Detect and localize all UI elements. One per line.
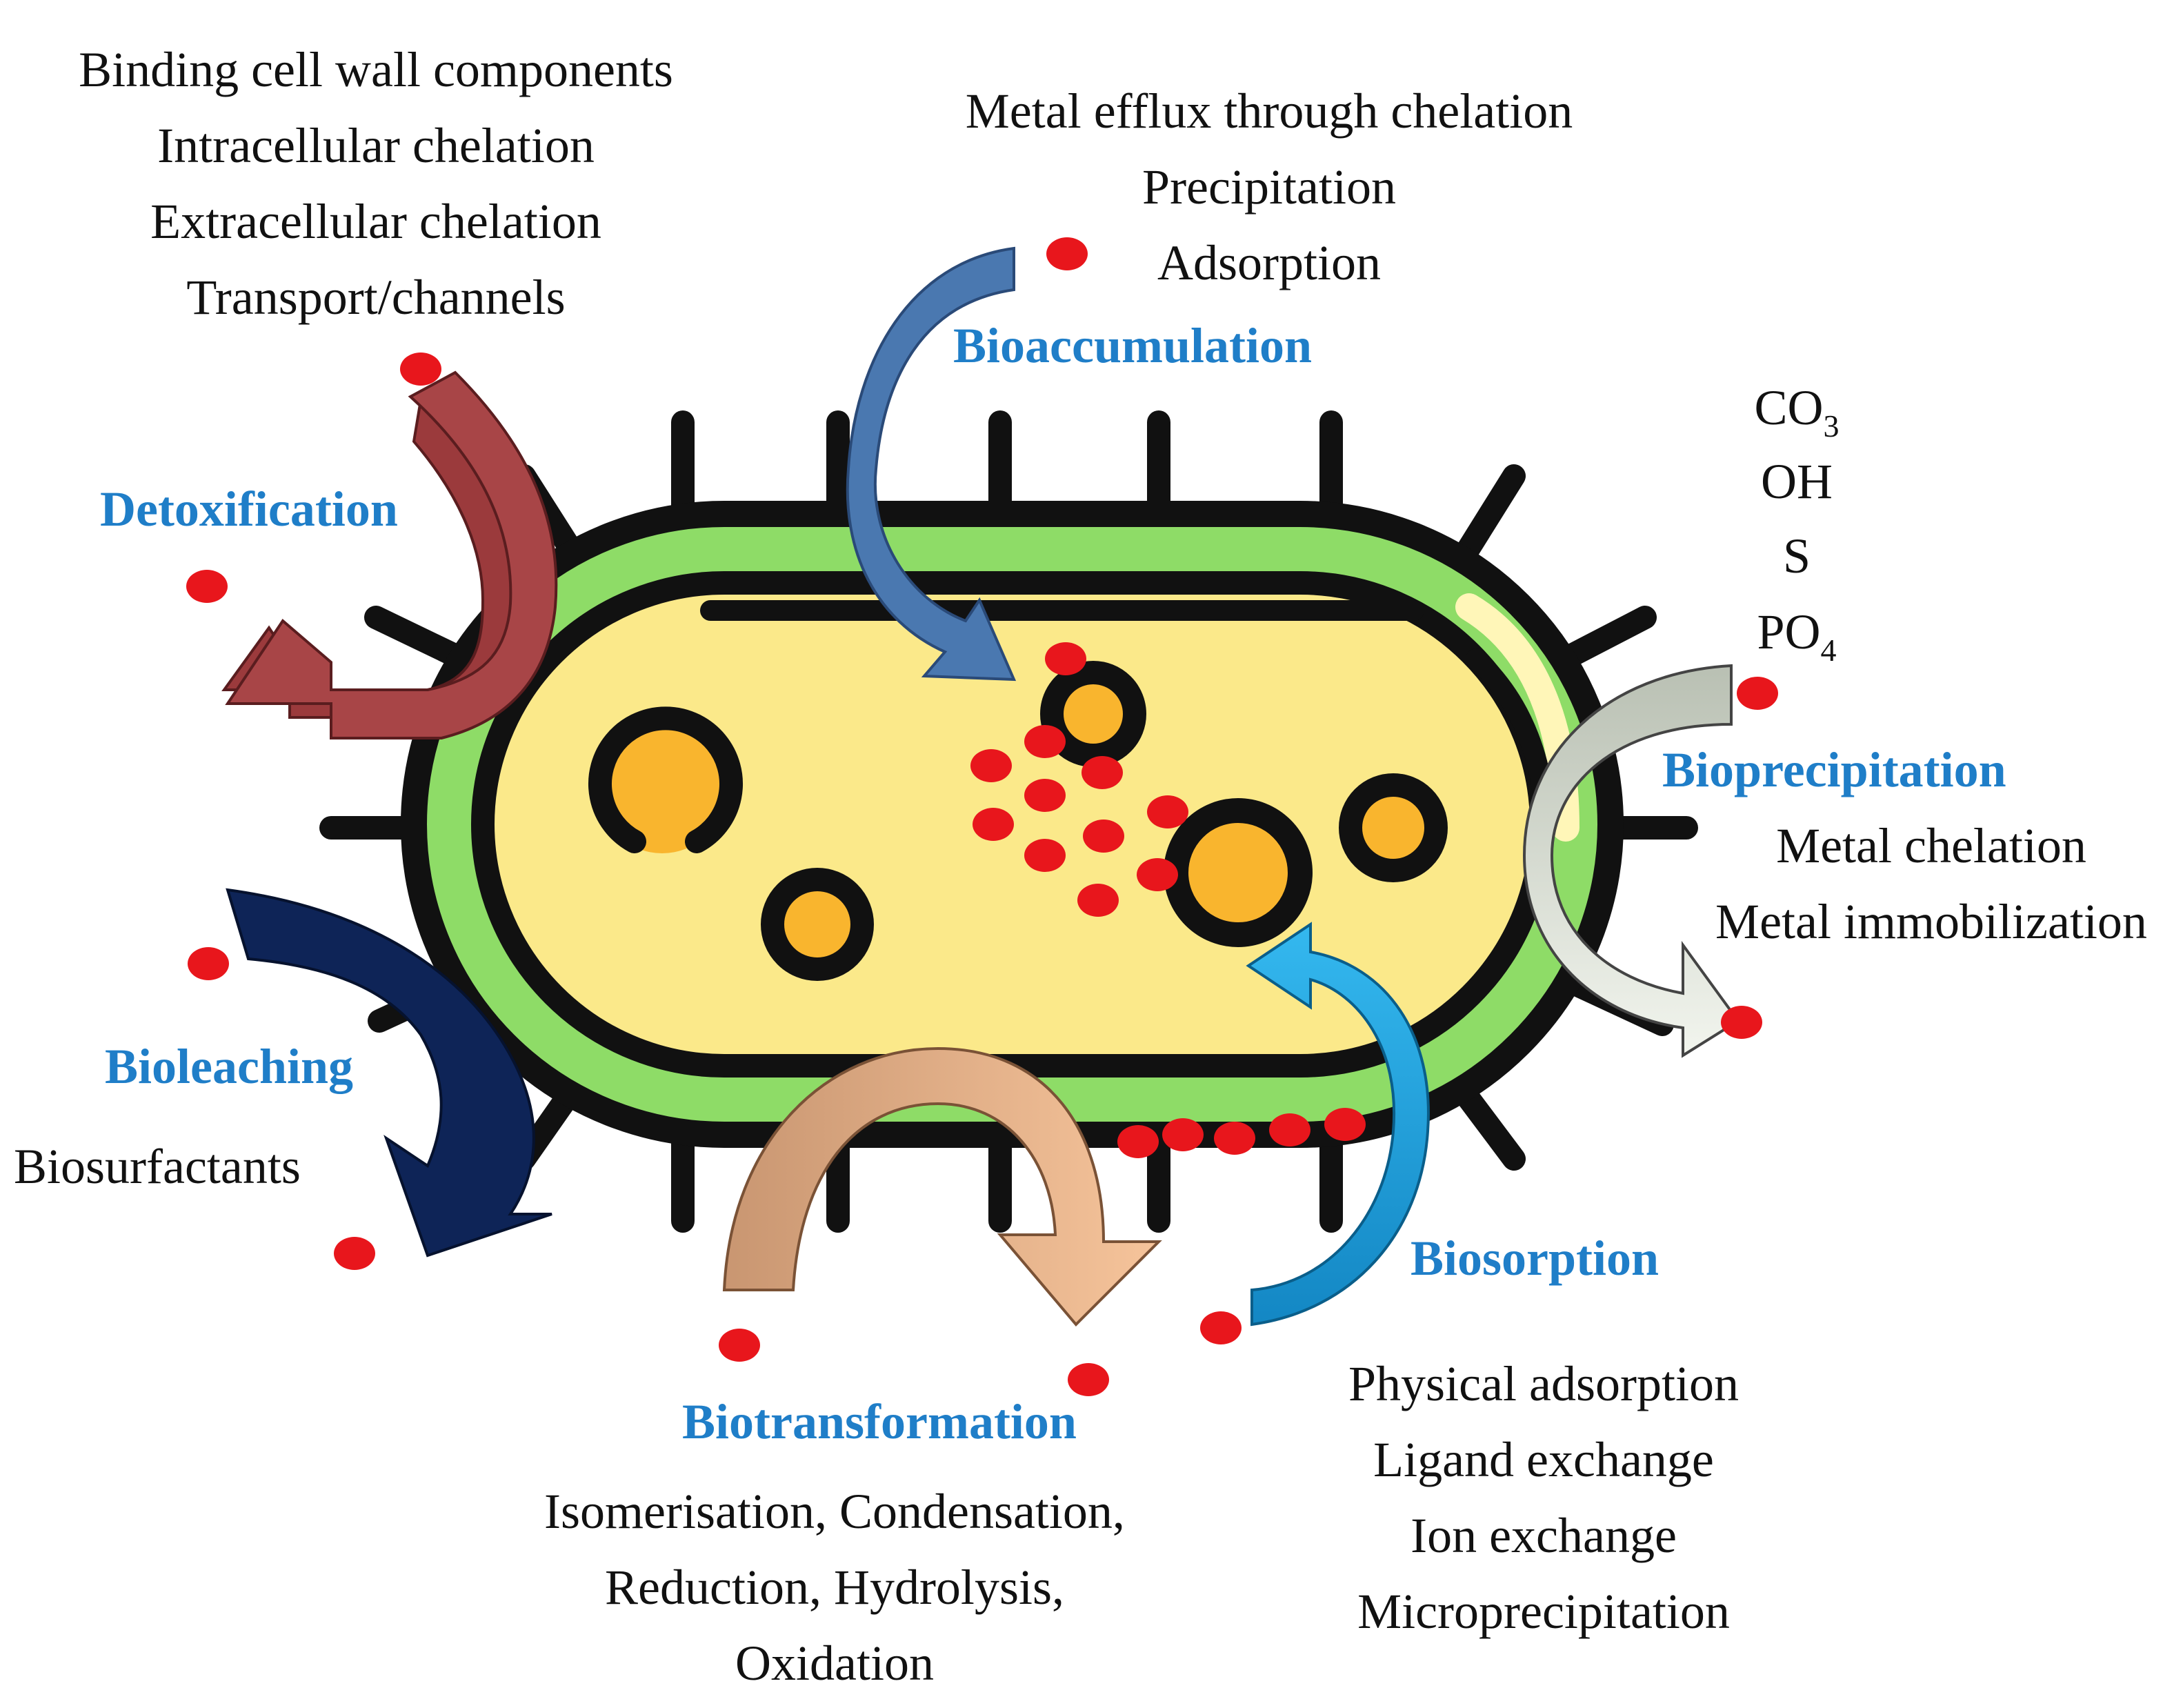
- metal-ion: [1214, 1122, 1255, 1155]
- detoxification-detail: Binding cell wall components: [79, 42, 673, 97]
- bioaccumulation-detail: Metal efflux through chelation: [966, 83, 1573, 139]
- biotransformation-detail: Reduction, Hydrolysis,: [605, 1560, 1064, 1615]
- metal-ion: [1046, 237, 1088, 270]
- metal-ion: [1117, 1125, 1159, 1158]
- precipitant-s: S: [1783, 528, 1811, 584]
- biotransformation-detail: Isomerisation, Condensation,: [544, 1484, 1125, 1539]
- metal-ion: [1024, 839, 1066, 872]
- metal-ion: [400, 352, 441, 386]
- bioleaching-group: Bioleaching Biosurfactants: [14, 1039, 353, 1194]
- metal-ion: [973, 808, 1014, 841]
- bioprecipitation-detail: Metal immobilization: [1715, 894, 2147, 949]
- precipitant-co3: CO3: [1754, 380, 1839, 444]
- bioleaching-detail: Biosurfactants: [14, 1139, 301, 1194]
- detoxification-detail: Transport/channels: [186, 270, 565, 325]
- granule: [761, 868, 874, 981]
- metal-ion: [1083, 820, 1124, 853]
- metal-ion: [334, 1237, 375, 1270]
- metal-ion: [1024, 725, 1066, 758]
- biotransformation-detail: Oxidation: [735, 1636, 934, 1691]
- granule: [1339, 773, 1448, 882]
- metal-ion: [1147, 795, 1188, 828]
- metal-ion: [186, 570, 228, 603]
- metal-ion: [719, 1329, 760, 1362]
- detoxification-detail: Extracellular chelation: [150, 194, 601, 249]
- granule-open-left: [588, 706, 743, 853]
- metal-ions: [186, 237, 1778, 1396]
- metal-ion: [1721, 1006, 1762, 1039]
- precipitant-oh: OH: [1761, 454, 1833, 509]
- detoxification-arrow-shape: [225, 370, 558, 739]
- bioaccumulation-label: Bioaccumulation: [953, 318, 1312, 373]
- bioaccumulation-detail: Adsorption: [1157, 235, 1381, 290]
- biotransformation-group: Biotransformation Isomerisation, Condens…: [544, 1394, 1125, 1691]
- metal-ion: [1324, 1108, 1366, 1141]
- biosorption-detail: Ligand exchange: [1373, 1432, 1714, 1487]
- detoxification-label: Detoxification: [100, 481, 398, 537]
- metal-ion: [1200, 1311, 1242, 1344]
- biosorption-label: Biosorption: [1411, 1231, 1659, 1286]
- bioprecipitation-label: Bioprecipitation: [1662, 742, 2006, 797]
- bioprecipitation-group: CO3 OH S PO4 Bioprecipitation Metal chel…: [1662, 380, 2147, 949]
- bioaccumulation-detail: Precipitation: [1142, 159, 1396, 215]
- precipitant-po4: PO4: [1757, 604, 1836, 668]
- bioleaching-label: Bioleaching: [105, 1039, 353, 1094]
- metal-ion: [1068, 1363, 1109, 1396]
- biosorption-detail: Physical adsorption: [1348, 1356, 1739, 1411]
- metal-ion: [1077, 884, 1119, 917]
- metal-ion: [1737, 677, 1778, 710]
- bioaccumulation-arrow: [846, 246, 1017, 682]
- detoxification-group: Binding cell wall components Intracellul…: [79, 42, 673, 537]
- biotransformation-label: Biotransformation: [682, 1394, 1077, 1449]
- metal-ion: [1081, 756, 1123, 789]
- metal-ion: [970, 749, 1012, 782]
- biosorption-detail: Ion exchange: [1411, 1508, 1677, 1563]
- granules: [588, 661, 1448, 981]
- metal-ion: [188, 947, 229, 980]
- biosorption-group: Biosorption Physical adsorption Ligand e…: [1348, 1231, 1739, 1639]
- metal-ion: [1162, 1118, 1204, 1151]
- metal-ion: [1269, 1113, 1310, 1146]
- bioprecipitation-arrow: [1522, 664, 1740, 1058]
- biosorption-detail: Microprecipitation: [1357, 1584, 1730, 1639]
- bioleaching-arrow: [226, 888, 552, 1258]
- granule: [1040, 661, 1146, 767]
- metal-ion: [1045, 642, 1086, 675]
- bioaccumulation-group: Metal efflux through chelation Precipita…: [953, 83, 1573, 373]
- metal-ion: [1137, 858, 1178, 891]
- biosorption-arrow: [1246, 922, 1430, 1327]
- detoxification-detail: Intracellular chelation: [157, 118, 595, 173]
- bioprecipitation-detail: Metal chelation: [1776, 818, 2086, 873]
- granule: [1164, 798, 1313, 947]
- metal-ion: [1024, 779, 1066, 812]
- biotransformation-arrow: [722, 1046, 1162, 1327]
